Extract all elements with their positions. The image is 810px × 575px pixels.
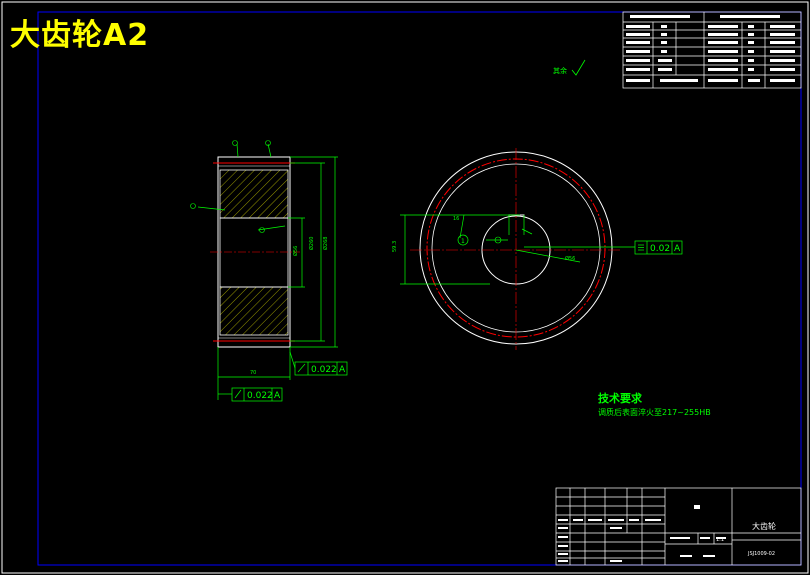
drawing-title: 大齿轮A2 — [10, 18, 150, 53]
gear-section-view: Ø268 Ø260 Ø56 70 — [190, 140, 348, 402]
svg-text:Ø268: Ø268 — [322, 237, 329, 250]
title-block-scale: 1:1 — [716, 537, 724, 543]
title-block-drawing-no: JSJ1009-02 — [747, 551, 775, 557]
technical-requirements-line: 调质后表面淬火至217~255HB — [598, 408, 711, 417]
symmetry-datum: A — [674, 244, 681, 254]
svg-text:16: 16 — [453, 216, 459, 222]
gear-end-view: 59.3 16 Ø56 1 — [392, 148, 683, 350]
drawing-frame — [37, 11, 802, 566]
roughness-symbol — [571, 59, 586, 76]
hatch-upper — [219, 169, 289, 219]
svg-text:Ø56: Ø56 — [565, 255, 575, 262]
svg-text:70: 70 — [250, 370, 256, 376]
symmetry-value: 0.02 — [650, 244, 670, 254]
svg-text:1: 1 — [461, 238, 465, 245]
svg-text:59.3: 59.3 — [392, 241, 398, 252]
runout-front-datum: A — [339, 365, 346, 375]
hatch-lower — [219, 286, 289, 336]
gear-parameter-table — [622, 11, 802, 89]
svg-text:Ø260: Ø260 — [308, 237, 315, 250]
bore-section — [219, 217, 289, 288]
runout-bottom-datum: A — [274, 391, 281, 401]
runout-frame-front — [294, 361, 348, 376]
runout-frame-bottom — [231, 387, 283, 402]
roughness-note: 其余 — [553, 66, 567, 75]
runout-front-value: 0.022 — [311, 365, 337, 375]
runout-bottom-value: 0.022 — [247, 391, 273, 401]
symmetry-frame — [634, 240, 683, 255]
title-block — [555, 487, 802, 566]
title-block-part-name: 大齿轮 — [752, 521, 776, 531]
technical-requirements-heading: 技术要求 — [598, 392, 642, 405]
svg-text:Ø56: Ø56 — [292, 246, 299, 256]
